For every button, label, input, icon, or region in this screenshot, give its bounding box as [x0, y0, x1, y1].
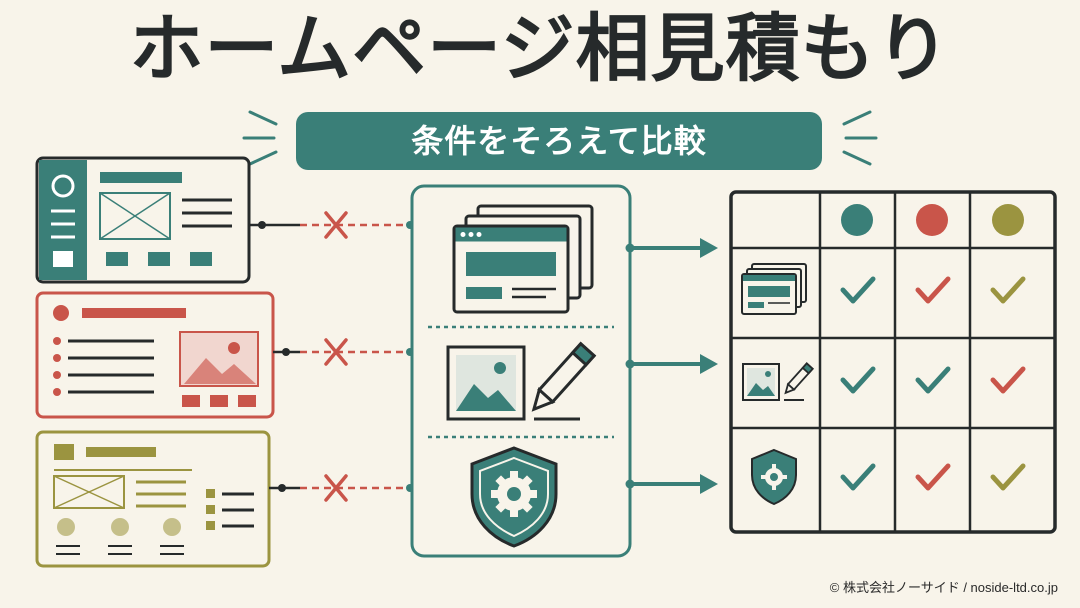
check-marks	[840, 276, 1026, 491]
arrow-row-2	[625, 354, 718, 374]
connector-row-3	[269, 474, 414, 502]
check-icon-r2-c2	[915, 366, 951, 394]
row-security-shield-icon	[751, 448, 797, 506]
check-icon-r3-c1	[840, 463, 876, 491]
connector-row-1	[250, 211, 414, 239]
column-header-olive	[992, 204, 1024, 236]
check-icon-r3-c2	[915, 463, 951, 491]
sparkle-left-icon	[242, 110, 278, 166]
connector-row-2	[273, 338, 414, 366]
page-title: ホームページ相見積もり	[129, 6, 951, 92]
check-icon-r1-c3	[990, 276, 1026, 304]
column-header-red	[916, 204, 948, 236]
pages-icon	[452, 204, 594, 314]
quote-card-olive	[35, 430, 271, 568]
cross-mark-icon	[324, 338, 348, 366]
check-icon-r2-c3	[990, 366, 1026, 394]
arrow-row-3	[625, 474, 718, 494]
image-edit-icon	[446, 341, 597, 421]
copyright: © 株式会社ノーサイド / noside-ltd.co.jp	[829, 580, 1058, 595]
security-shield-icon	[470, 446, 558, 548]
check-icon-r3-c3	[990, 463, 1026, 491]
row-pages-icon	[741, 263, 807, 315]
comparison-table	[729, 190, 1057, 534]
column-header-teal	[841, 204, 873, 236]
condition-box	[410, 184, 632, 558]
cross-mark-icon	[324, 211, 348, 239]
check-icon-r1-c2	[915, 276, 951, 304]
subtitle-banner: 条件をそろえて比較	[296, 112, 822, 170]
check-icon-r1-c1	[840, 276, 876, 304]
quote-card-red	[35, 291, 275, 419]
row-image-edit-icon	[742, 362, 814, 401]
quote-card-teal	[35, 156, 251, 284]
sparkle-right-icon	[842, 110, 878, 166]
arrow-row-1	[625, 238, 718, 258]
check-icon-r2-c1	[840, 366, 876, 394]
cross-mark-icon	[324, 474, 348, 502]
